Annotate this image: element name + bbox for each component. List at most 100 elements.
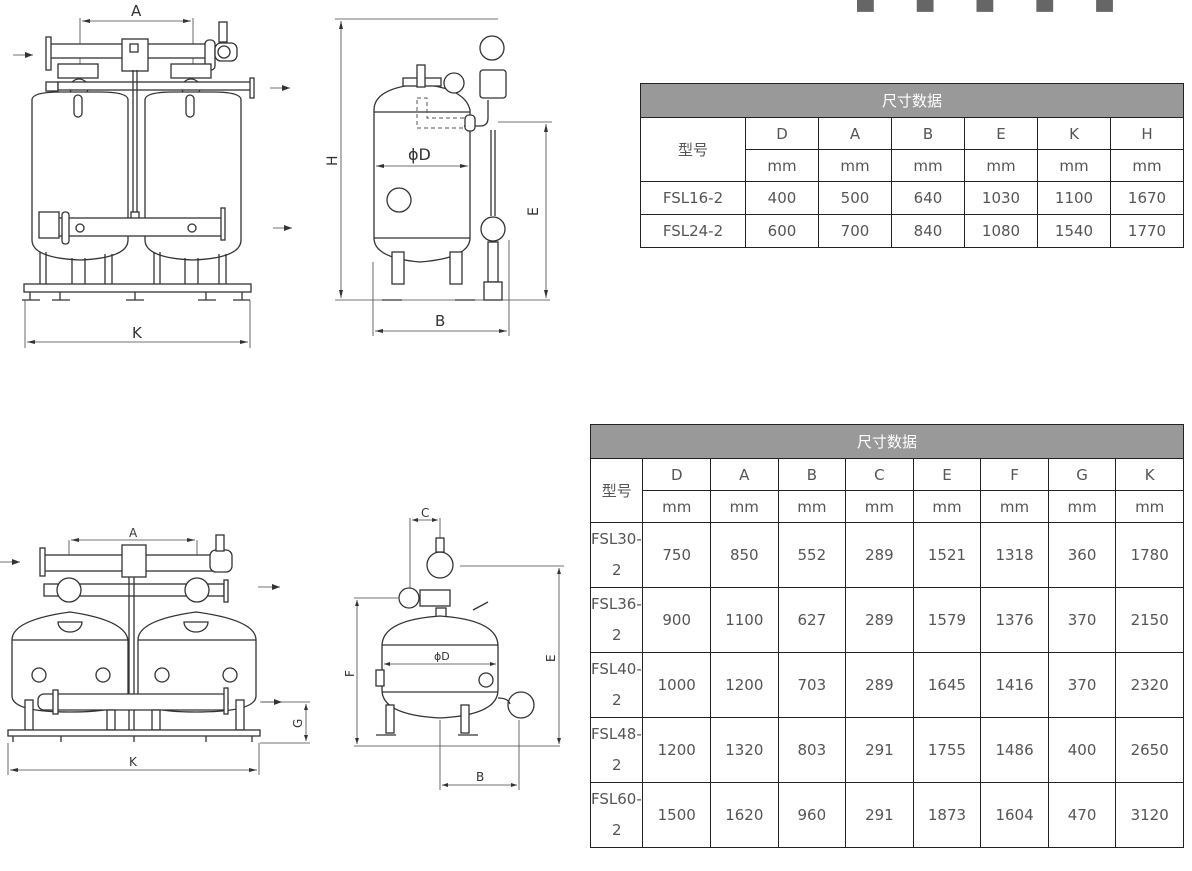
column-unit: mm (964, 149, 1038, 182)
value-cell: 2320 (1115, 652, 1184, 718)
value-cell: 803 (777, 717, 847, 783)
value-cell: 2150 (1115, 587, 1184, 653)
value-cell: 289 (845, 652, 914, 718)
value-cell: 900 (642, 587, 711, 653)
dim-label-c: C (421, 506, 429, 520)
model-cell: FSL24-2 (640, 214, 746, 248)
value-cell: 1770 (1110, 214, 1184, 248)
table-title: 尺寸数据 (640, 83, 1184, 118)
value-cell: 370 (1047, 652, 1117, 718)
dim-label-b: B (435, 312, 445, 330)
model-line-1: FSL60- (591, 790, 642, 808)
dimension-table-2: 尺寸数据 型号 D A B C E F G K mm mm mm mm mm m… (589, 424, 1184, 848)
value-cell: 360 (1047, 522, 1117, 588)
value-cell: 700 (818, 214, 892, 248)
value-cell: 1486 (980, 717, 1049, 783)
dim-label-f: F (343, 670, 357, 677)
model-line-1: FSL40- (591, 660, 642, 678)
value-cell: 400 (745, 181, 819, 215)
value-cell: 1376 (980, 587, 1049, 653)
column-unit: mm (1037, 149, 1111, 182)
column-unit: mm (777, 490, 847, 523)
column-header: A (710, 458, 779, 491)
model-line-2: 2 (611, 691, 622, 709)
model-cell: FSL36-2 (589, 587, 644, 653)
value-cell: 1318 (980, 522, 1049, 588)
model-cell: FSL48- 2 (589, 717, 644, 783)
dim-label-d: ϕD (434, 650, 450, 663)
value-cell: 470 (1047, 782, 1117, 848)
dim-label-k: K (132, 324, 143, 342)
dim-label-d: ϕD (408, 145, 431, 164)
top-front-diagram: A K (13, 2, 292, 348)
value-cell: 1320 (710, 717, 779, 783)
value-cell: 750 (642, 522, 711, 588)
bottom-front-diagram: A G K (0, 526, 310, 775)
column-header: B (891, 117, 965, 150)
model-line-2: 2 (611, 821, 622, 839)
value-cell: 1080 (964, 214, 1038, 248)
model-line-1: FSL48- (591, 725, 642, 743)
value-cell: 1500 (642, 782, 711, 848)
column-unit: mm (710, 490, 779, 523)
value-cell: 600 (745, 214, 819, 248)
dim-label-a: A (131, 2, 142, 20)
model-cell: FSL60- 2 (589, 782, 644, 848)
column-unit: mm (980, 490, 1049, 523)
value-cell: 1030 (964, 181, 1038, 215)
value-cell: 960 (777, 782, 847, 848)
value-cell: 1540 (1037, 214, 1111, 248)
value-cell: 400 (1047, 717, 1117, 783)
value-cell: 1780 (1115, 522, 1184, 588)
value-cell: 500 (818, 181, 892, 215)
column-header: F (980, 458, 1049, 491)
model-cell: FSL16-2 (640, 181, 746, 215)
bottom-side-diagram: C ϕD F E B (343, 506, 564, 790)
value-cell: 640 (891, 181, 965, 215)
dim-label-b: B (476, 770, 484, 784)
column-header: D (642, 458, 711, 491)
value-cell: 291 (845, 782, 914, 848)
value-cell: 1620 (710, 782, 779, 848)
value-cell: 3120 (1115, 782, 1184, 848)
model-line-1: FSL30- (591, 530, 642, 548)
column-header: C (845, 458, 914, 491)
value-cell: 1670 (1110, 181, 1184, 215)
column-unit: mm (912, 490, 982, 523)
column-unit: mm (1047, 490, 1117, 523)
dim-label-g: G (291, 719, 305, 728)
model-line-2: 2 (611, 756, 622, 774)
column-header: A (818, 117, 892, 150)
value-cell: 289 (845, 522, 914, 588)
column-unit: mm (745, 149, 819, 182)
column-unit: mm (1110, 149, 1184, 182)
value-cell: 1100 (1037, 181, 1111, 215)
dim-label-k: K (129, 755, 138, 769)
dim-label-h: H (325, 155, 341, 166)
dimension-table-1: 尺寸数据 型号 D A B E K H mm mm mm mm mm mm FS… (640, 83, 1184, 248)
value-cell: 703 (777, 652, 847, 718)
column-header: K (1037, 117, 1111, 150)
table-title: 尺寸数据 (590, 424, 1184, 459)
column-unit: mm (818, 149, 892, 182)
value-cell: 2650 (1115, 717, 1184, 783)
value-cell: 1521 (912, 522, 982, 588)
value-cell: 1755 (912, 717, 982, 783)
column-unit: mm (845, 490, 914, 523)
column-unit: mm (1115, 490, 1184, 523)
model-line-2: 2 (611, 626, 622, 644)
value-cell: 1200 (710, 652, 779, 718)
model-line-2: 2 (611, 561, 622, 579)
value-cell: 1416 (980, 652, 1049, 718)
value-cell: 291 (845, 717, 914, 783)
model-cell: FSL40- 2 (589, 652, 644, 718)
value-cell: 370 (1047, 587, 1117, 653)
value-cell: 840 (891, 214, 965, 248)
model-header: 型号 (589, 458, 644, 523)
table-row: FSL16-2 400 500 640 1030 1100 1670 (640, 181, 1184, 215)
